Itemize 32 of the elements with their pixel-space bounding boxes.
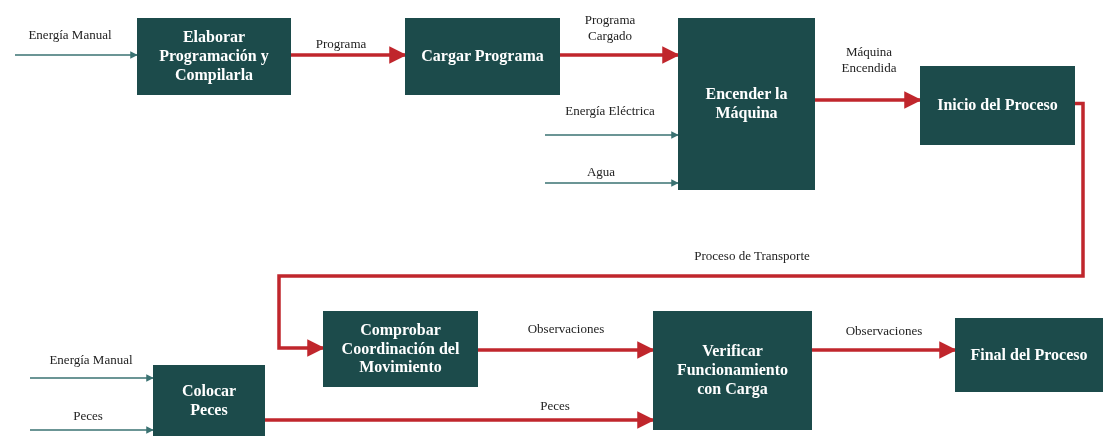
box-label: Colocar Peces <box>180 381 238 420</box>
process-box <box>137 18 291 95</box>
arrow <box>812 341 957 359</box>
process-box <box>153 365 265 436</box>
box-label: Encender la Máquina <box>704 85 789 123</box>
arrow <box>277 101 1085 357</box>
box-label: Inicio del Proceso <box>936 96 1059 115</box>
process-box <box>323 311 478 387</box>
box-label: Elaborar Programación y Compilarla <box>158 28 270 85</box>
process-box <box>653 311 812 430</box>
arrow <box>560 46 680 64</box>
process-box <box>678 18 815 190</box>
box-label: Final del Proceso <box>969 345 1089 365</box>
box-label: Comprobar Coordinación del Movimiento <box>340 320 461 378</box>
arrow <box>478 341 655 359</box>
arrow <box>815 91 922 109</box>
edge-label: Energía Eléctrica <box>564 103 656 119</box>
arrow <box>29 426 154 434</box>
box-label: Cargar Programa <box>420 47 545 66</box>
arrow <box>14 51 138 59</box>
edge-label: Energía Manual <box>27 27 113 43</box>
arrow <box>544 179 679 187</box>
edge-label: Proceso de Transporte <box>693 248 811 264</box>
process-box <box>920 66 1075 145</box>
box-label: Verificar Funcionamiento con Carga <box>675 342 790 399</box>
arrow <box>265 411 655 429</box>
process-box <box>405 18 560 95</box>
arrow <box>544 131 679 139</box>
arrow <box>29 374 154 382</box>
arrow <box>291 46 407 64</box>
process-box <box>955 318 1103 392</box>
edge-label: Energía Manual <box>48 352 134 368</box>
